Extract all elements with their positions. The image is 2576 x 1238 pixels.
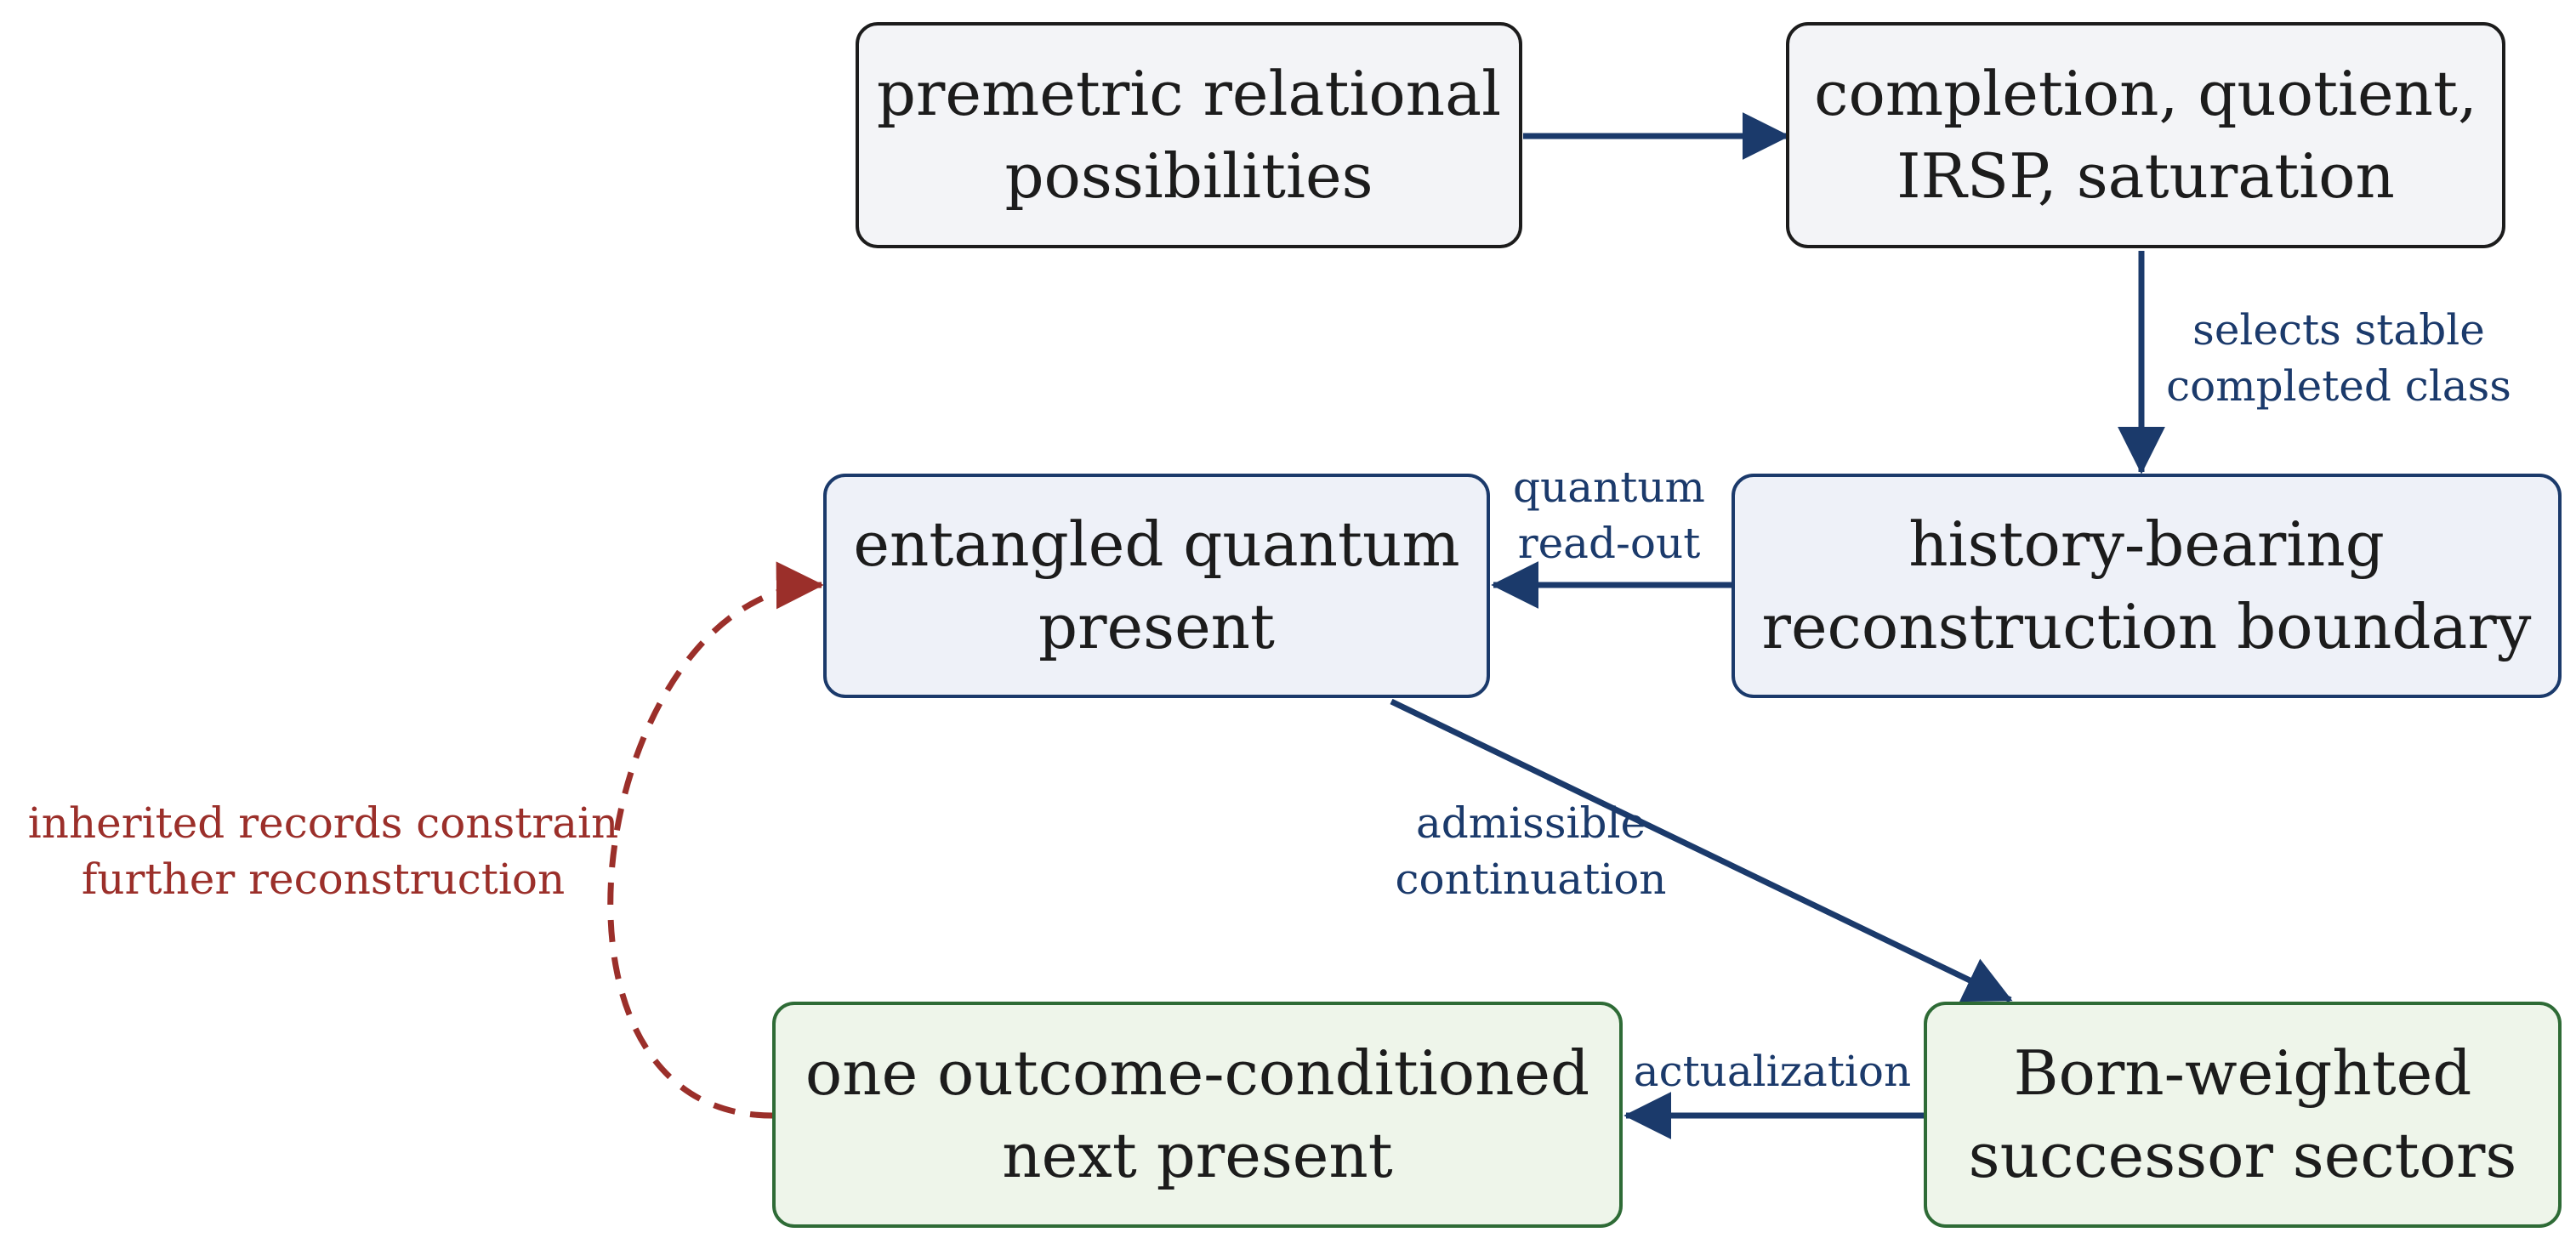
edge-label-line: selects stable [2192, 305, 2485, 355]
node-line: entangled quantum [853, 508, 1460, 580]
node-line: reconstruction boundary [1761, 591, 2532, 662]
node-line: next present [1002, 1120, 1393, 1191]
node-line: premetric relational [876, 57, 1502, 129]
edge-label-line: quantum [1513, 463, 1705, 512]
node-line: completion, quotient, [1814, 57, 2477, 129]
edge-label-line: admissible [1415, 798, 1646, 848]
node-line: present [1038, 591, 1275, 662]
node-line: one outcome-conditioned [805, 1036, 1590, 1109]
edge-label-line: continuation [1395, 855, 1667, 904]
edge-label-selects-stable: selects stable completed class [2160, 302, 2517, 414]
edge-label-line: completed class [2166, 361, 2511, 411]
edge-label-line: further reconstruction [81, 855, 566, 904]
node-born-weighted-sectors: Born-weighted successor sectors [1924, 1002, 2562, 1228]
arrow-entangled-to-born [1390, 698, 2013, 1003]
edge-label-line: read-out [1517, 519, 1701, 568]
node-line: Born-weighted [2013, 1036, 2472, 1109]
node-completion-quotient: completion, quotient, IRSP, saturation [1786, 22, 2505, 248]
node-entangled-quantum-present: entangled quantum present [823, 474, 1490, 698]
edge-label-quantum-readout: quantum read-out [1490, 459, 1728, 571]
node-line: history-bearing [1908, 508, 2385, 580]
node-history-bearing-boundary: history-bearing reconstruction boundary [1732, 474, 2562, 698]
edge-label-line: actualization [1633, 1047, 1912, 1096]
arrow-outcome-to-entangled-dashed [607, 561, 824, 1119]
node-line: possibilities [1004, 140, 1373, 212]
node-line: IRSP, saturation [1896, 140, 2395, 212]
node-line: successor sectors [1968, 1120, 2517, 1191]
edge-label-admissible-continuation: admissible continuation [1361, 795, 1701, 907]
node-outcome-conditioned-present: one outcome-conditioned next present [772, 1002, 1623, 1228]
node-premetric-possibilities: premetric relational possibilities [856, 22, 1522, 248]
edge-label-line: inherited records constrain [27, 798, 619, 848]
edge-label-actualization: actualization [1618, 1043, 1927, 1099]
edge-label-inherited-records: inherited records constrain further reco… [0, 795, 646, 907]
